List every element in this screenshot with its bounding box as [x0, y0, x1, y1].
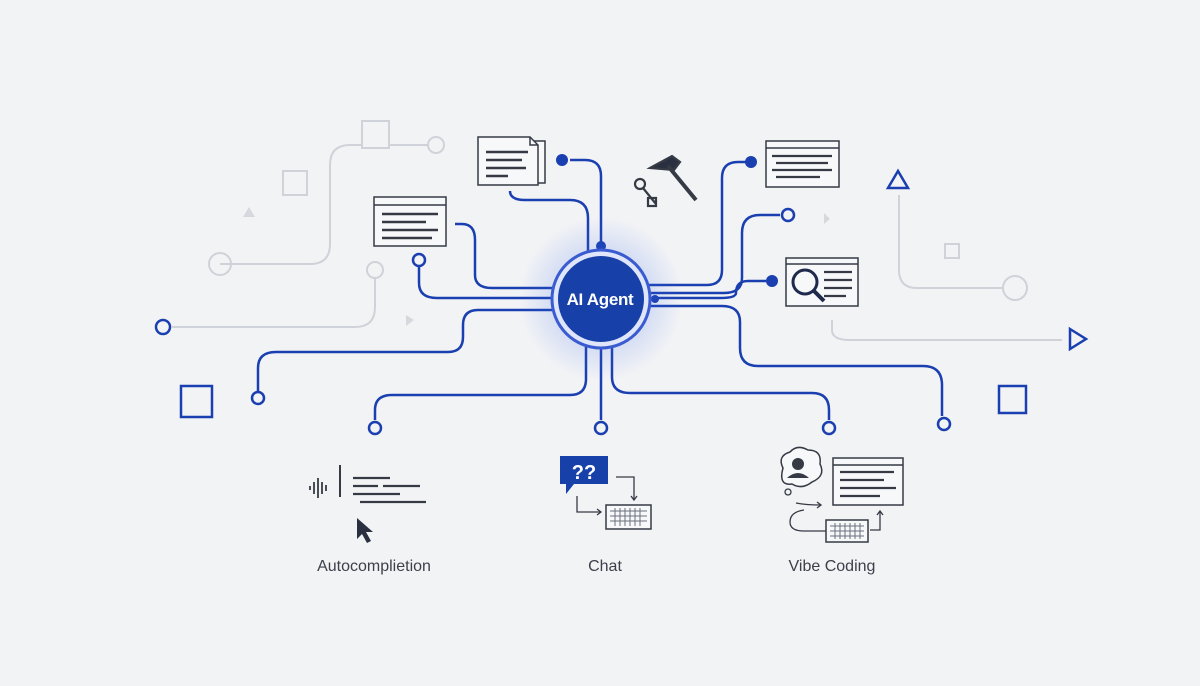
node-filled	[556, 154, 568, 166]
faint-triangle-icon	[824, 213, 830, 224]
faint-node	[366, 261, 384, 279]
node-open	[780, 207, 796, 223]
node-open	[936, 416, 952, 432]
ai-agent-hub	[519, 217, 683, 381]
chat-icon-group: ??	[560, 456, 652, 530]
accent-triangle-top	[885, 168, 911, 190]
node-open	[250, 390, 266, 406]
connector-left-long	[256, 308, 556, 396]
mode-label-vibe-coding: Vibe Coding	[788, 558, 876, 575]
user-thought-icon	[780, 446, 823, 496]
faint-square	[282, 170, 308, 196]
faint-triangle-icon	[243, 207, 255, 217]
node-open	[411, 252, 427, 268]
connector-top-right	[647, 160, 746, 287]
connector-search	[652, 279, 766, 300]
connector-end-nodes	[250, 207, 952, 436]
connector-left-node	[417, 266, 553, 300]
mode-label-chat: Chat	[588, 558, 622, 575]
accent-square-left	[179, 384, 214, 419]
cursor-icon	[357, 518, 373, 543]
keyboard-icon	[605, 504, 652, 530]
faint-line-right	[831, 320, 1062, 341]
connector-bottom-right	[610, 343, 831, 420]
faint-triangles	[243, 207, 830, 326]
chat-bubble-text: ??	[572, 462, 596, 484]
faint-square	[361, 120, 390, 149]
faint-node	[208, 252, 232, 276]
code-window-icon	[765, 140, 840, 188]
accent-node	[154, 318, 172, 336]
faint-node	[427, 136, 445, 154]
chat-bubble-icon	[560, 456, 608, 494]
code-window-icon	[832, 457, 904, 506]
faint-node	[1002, 275, 1028, 301]
faint-square	[944, 243, 960, 259]
accent-square-right	[997, 384, 1028, 415]
node-filled	[745, 156, 757, 168]
node-open	[367, 420, 383, 436]
connector-doc-top	[508, 190, 590, 256]
node-open	[821, 420, 837, 436]
connector-right-long	[644, 304, 944, 416]
connector-code-left	[455, 222, 554, 290]
faint-triangle-icon	[406, 315, 414, 326]
background-decorations	[172, 120, 1062, 341]
hub-label: AI Agent	[566, 290, 634, 309]
faint-line-top-left	[220, 144, 362, 265]
faint-line-right-top	[898, 195, 1002, 289]
vibe-coding-icon-group	[780, 446, 904, 543]
connector-right-upper	[650, 213, 780, 295]
hub-core	[558, 256, 644, 342]
accent-triangle-right	[1068, 326, 1089, 352]
faint-line-left	[172, 278, 376, 328]
waveform-icon	[309, 478, 327, 498]
magnifier-icon	[791, 268, 819, 296]
code-window-icon	[373, 196, 447, 247]
connector-bottom-left	[373, 346, 588, 420]
accent-shapes	[154, 168, 1089, 419]
node-filled	[766, 275, 778, 287]
mode-label-autocompletion: Autocomplietion	[317, 558, 431, 575]
connector-top-center	[570, 158, 603, 254]
connectors	[256, 158, 944, 420]
keyboard-icon	[825, 519, 869, 543]
document-icon	[477, 136, 546, 186]
node-open	[593, 420, 609, 436]
autocompletion-icon	[309, 465, 426, 543]
hammer-wrench-icon	[633, 154, 698, 208]
search-document-icon	[785, 257, 859, 307]
